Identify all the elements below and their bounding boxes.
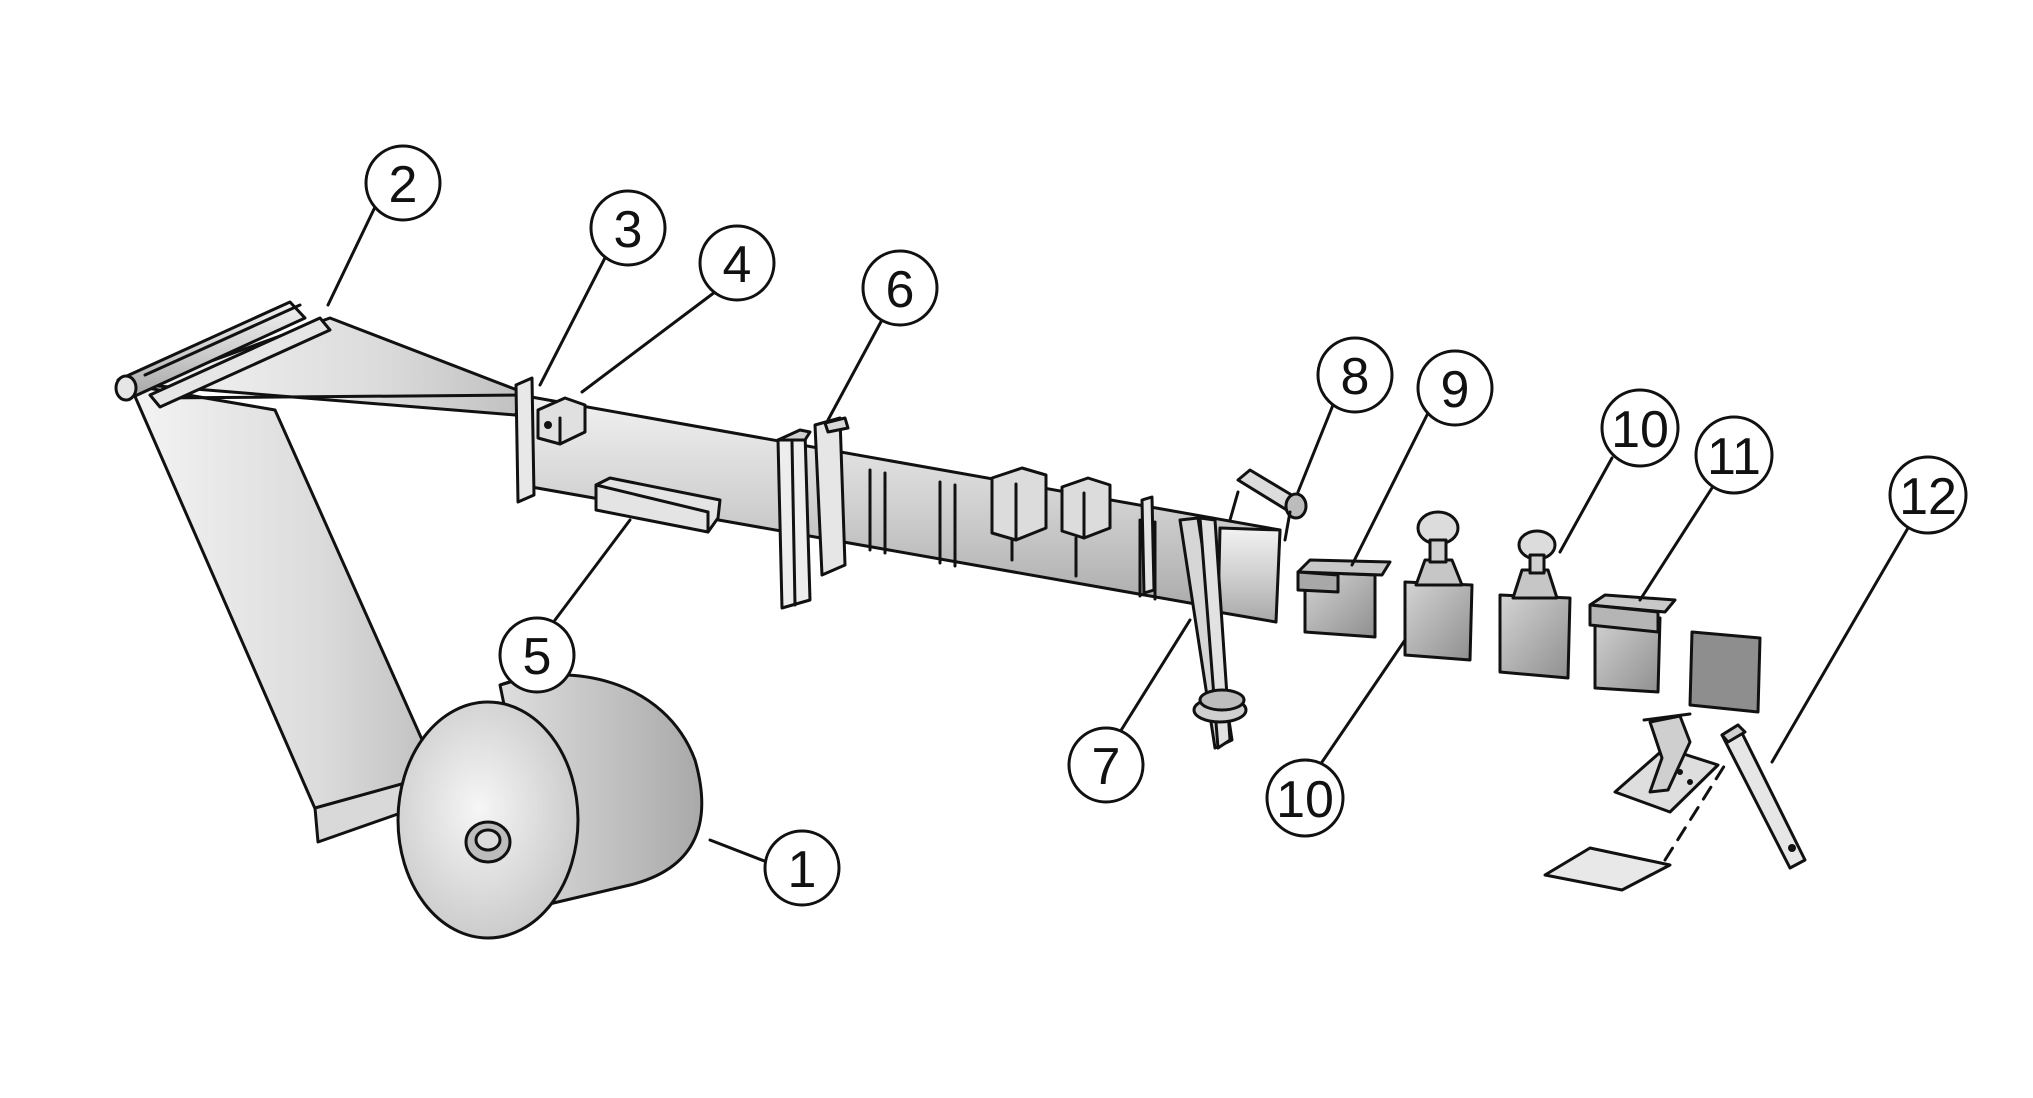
leader-lines: [326, 205, 1910, 864]
stamping-product-1: [1403, 510, 1474, 662]
dropped-packet: [1543, 758, 1730, 892]
leader-line-9: [1350, 411, 1430, 567]
callout-2: 2: [364, 144, 442, 222]
callout-8-label: 8: [1341, 348, 1370, 406]
callout-7-label: 7: [1092, 738, 1121, 796]
callout-1: 1: [763, 829, 841, 907]
end-seal-block: [1216, 526, 1282, 624]
finished-box: [1588, 593, 1677, 694]
cross-seal-arm: [1178, 516, 1248, 750]
callout-3: 3: [589, 189, 667, 267]
feed-roller-posts: [776, 416, 850, 610]
cutter-roller: [1228, 468, 1308, 542]
guide-roller: [114, 300, 332, 409]
discharge-chute: [1720, 723, 1807, 870]
callout-10b-label: 10: [1611, 401, 1669, 459]
cut-package: [1296, 558, 1392, 639]
callout-6-label: 6: [886, 261, 915, 319]
leader-line-7: [1118, 618, 1192, 734]
film-roll: [396, 666, 704, 940]
leader-line-11: [1638, 486, 1714, 602]
callout-11-label: 11: [1707, 428, 1761, 486]
callout-10a-label: 10: [1276, 771, 1334, 829]
leader-line-5: [553, 518, 632, 622]
edge-guide-bar: [514, 376, 536, 504]
callout-9: 9: [1416, 349, 1494, 427]
leader-line-1: [708, 838, 769, 864]
film-web-rising: [128, 383, 454, 844]
print-registration-unit-1: [990, 466, 1048, 562]
callout-8: 8: [1316, 336, 1394, 414]
callout-10a: 10: [1265, 758, 1345, 838]
leader-line-4: [580, 290, 717, 394]
ejector-mechanism: [1613, 712, 1720, 814]
callout-6: 6: [861, 249, 939, 327]
photo-sensor-box: [536, 396, 587, 446]
leader-line-8: [1296, 398, 1337, 494]
callout-7: 7: [1067, 726, 1145, 804]
leader-line-2: [326, 205, 377, 307]
callout-2-label: 2: [389, 156, 418, 214]
callout-10b: 10: [1600, 388, 1680, 468]
leader-line-10b: [1558, 456, 1614, 554]
leader-line-6: [826, 316, 885, 422]
callout-1-label: 1: [788, 841, 817, 899]
callout-5-label: 5: [523, 628, 552, 686]
callout-5: 5: [498, 616, 576, 694]
longitudinal-heater: [594, 476, 722, 534]
output-package: [1688, 630, 1762, 714]
callout-11: 11: [1694, 415, 1774, 495]
leader-line-12: [1770, 526, 1910, 764]
callout-9-label: 9: [1441, 361, 1470, 419]
leader-line-10a: [1318, 638, 1407, 767]
callout-4: 4: [698, 224, 776, 302]
callout-4-label: 4: [723, 236, 752, 294]
print-registration-unit-2: [1060, 476, 1112, 578]
callout-3-label: 3: [614, 201, 643, 259]
stamping-product-2: [1498, 529, 1572, 680]
callout-12-label: 12: [1899, 468, 1957, 526]
callout-12: 12: [1888, 455, 1968, 535]
tube-guide-post: [1140, 495, 1156, 595]
leader-line-3: [538, 250, 610, 387]
